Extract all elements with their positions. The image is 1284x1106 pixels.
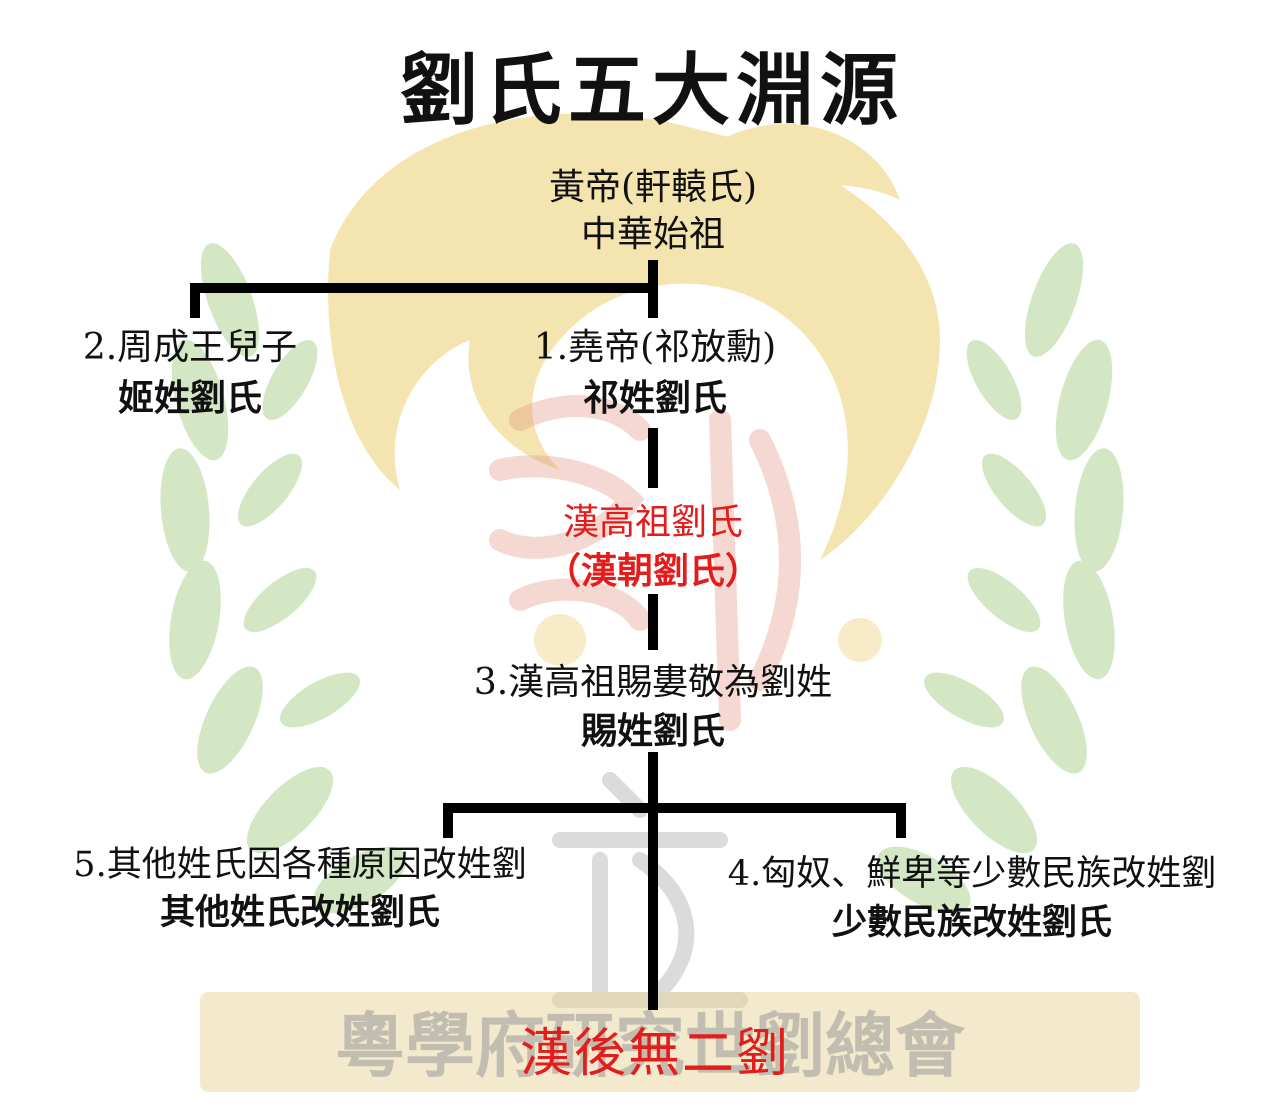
dragon-watermark [328,113,940,666]
branch5-line2: 其他姓氏改姓劉氏 [159,892,440,933]
root-line1: 黃帝(軒轅氏) [548,167,758,208]
branch2-line2: 姬姓劉氏 [117,377,262,419]
branch3-line1: 3.漢高祖賜婁敬為劉姓 [473,662,833,703]
branch5-line1: 5.其他姓氏因各種原因改姓劉 [73,845,527,885]
seal-watermark [489,395,801,731]
root-line2: 中華始祖 [580,214,725,255]
banner-watermark [200,992,1140,1092]
diagram-title: 劉氏五大淵源 [399,45,904,136]
laurel-wreath-watermark [160,243,1124,914]
han-line1: 漢高祖劉氏 [562,502,743,543]
branch1-line2: 祁姓劉氏 [582,377,727,419]
banner-watermark-text: 粵學府研究世劉總會 [335,1005,966,1087]
han-line2: （漢朝劉氏） [544,550,761,592]
connector-lines [190,260,906,1010]
branch1-line1: 1.堯帝(祁放勳) [533,327,777,368]
branch2-line1: 2.周成王兒子 [82,327,298,368]
branch4-line2: 少數民族改姓劉氏 [831,902,1112,943]
branch4-line1: 4.匈奴、鮮卑等少數民族改姓劉 [727,854,1217,894]
footer-slogan: 漢後無二劉 [519,1024,790,1084]
branch3-line2: 賜姓劉氏 [580,710,725,752]
